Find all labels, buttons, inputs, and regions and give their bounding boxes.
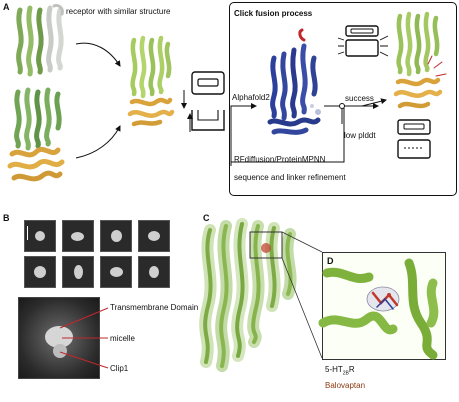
success-structure [393, 11, 447, 109]
merge-arrows [75, 42, 121, 159]
panel-a-letter: A [3, 2, 10, 12]
class-average-tile [62, 256, 94, 288]
density-map-structure [199, 218, 323, 372]
micelle-label: micelle [110, 334, 135, 343]
refinement-label: sequence and linker refinement [234, 173, 346, 182]
receptor-name-sub: 2B [342, 370, 349, 377]
cycle-arrows [181, 90, 193, 132]
clip-device-icon[interactable] [190, 70, 226, 134]
alphafold-label: Alphafold2 [232, 93, 270, 102]
designed-structure-blue [267, 28, 321, 135]
transmembrane-label: Transmembrane Domain [110, 303, 199, 312]
class-average-tile [24, 220, 56, 252]
ligand-pocket [318, 258, 439, 360]
success-arrow [361, 98, 387, 107]
decision-arrows [324, 103, 379, 124]
receptor-name: 5-HT2BR [325, 365, 355, 377]
ligand-inset [318, 252, 446, 360]
receptor-label: receptor with similar structure [66, 7, 171, 16]
panel-c-letter: C [203, 213, 210, 223]
scale-bar [27, 226, 28, 240]
class-average-tile [138, 256, 170, 288]
clip-open-icon [397, 119, 431, 159]
low-plddt-label: low plddt [344, 131, 376, 140]
ligand-name: Balovaptan [325, 381, 366, 390]
callout-lines-b [59, 307, 109, 369]
class-average-tile [24, 256, 56, 288]
rfdiffusion-label: RFdiffusion/ProteinMPNN [234, 155, 326, 164]
clip-closed-icon [337, 25, 389, 57]
receptor-clip-structure [7, 87, 65, 182]
class-average-tile [100, 220, 132, 252]
receptor-structure-top [16, 4, 64, 77]
success-label: success [345, 94, 374, 103]
click-fusion-box [229, 2, 457, 196]
panel-b-letter: B [3, 213, 10, 223]
click-fusion-title: Click fusion process [234, 9, 313, 18]
panel-d-letter: D [327, 256, 334, 266]
fused-structure-middle [127, 35, 175, 127]
receptor-name-suffix: R [348, 365, 355, 374]
receptor-name-main: 5-HT [325, 365, 343, 374]
class-average-tile [138, 220, 170, 252]
class-average-tile [100, 256, 132, 288]
class-average-tile [62, 220, 94, 252]
clip1-label: Clip1 [110, 364, 129, 373]
